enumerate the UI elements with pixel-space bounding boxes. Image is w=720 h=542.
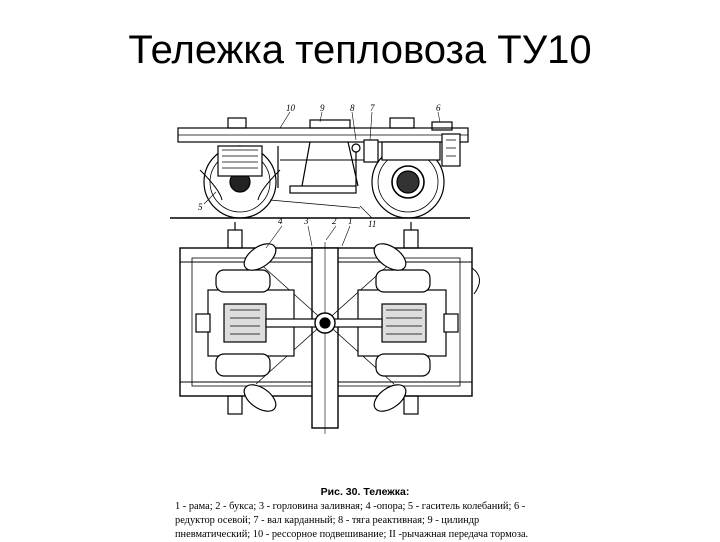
caption-title: Рис. 30. Тележка: (320, 486, 410, 498)
callout-side-5: 6 (436, 103, 441, 113)
callout-side-6: 5 (198, 202, 203, 212)
bogie-drawing: 10 9 8 7 6 5 11 4 3 2 1 (160, 100, 560, 475)
side-view (170, 111, 470, 219)
callout-side-3: 8 (350, 103, 355, 113)
callout-plan-1: 4 (278, 216, 283, 226)
callout-side-7: 11 (368, 219, 376, 229)
callout-side-1: 10 (286, 103, 296, 113)
callout-plan-2: 3 (303, 216, 309, 226)
callout-plan-3: 2 (332, 216, 337, 226)
bogie-drawing-svg: 10 9 8 7 6 5 11 4 3 2 1 (170, 103, 480, 434)
figure-caption: Рис. 30. Тележка: 1 - рама; 2 - букса; 3… (175, 485, 555, 542)
side-wheel-left (199, 145, 281, 219)
caption-line: редуктор осевой; 7 - вал карданный; 8 - … (175, 515, 480, 526)
callout-side-2: 9 (320, 103, 325, 113)
slide-title: Тележка тепловоза ТУ10 (128, 28, 592, 72)
plan-wheelset-right (357, 269, 459, 377)
plan-view (179, 222, 480, 434)
callout-side-4: 7 (370, 103, 375, 113)
side-wheel-right (371, 133, 461, 219)
callout-plan-4: 1 (348, 216, 353, 226)
caption-line: 1 - рама; 2 - букса; 3 - горловина залив… (175, 501, 526, 512)
caption-line: пневматический; 10 - рессорное подвешива… (175, 529, 529, 540)
